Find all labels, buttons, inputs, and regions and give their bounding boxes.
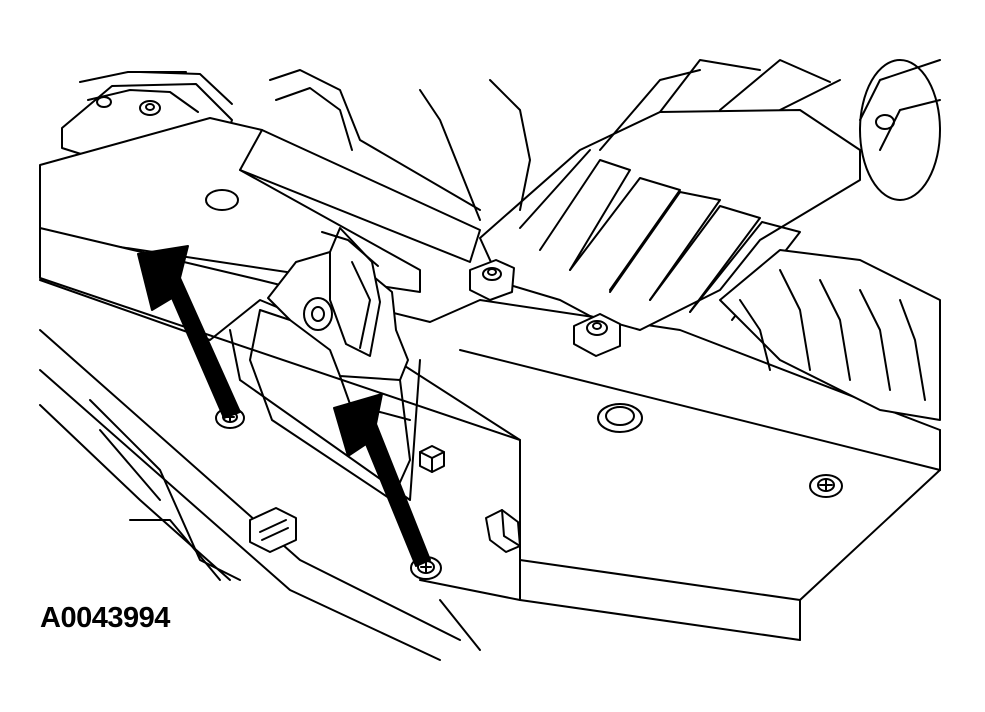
figure-id-label: A0043994 (40, 602, 170, 634)
panel-screw-far-right (809, 474, 843, 498)
lower-crossmember (39, 329, 801, 661)
hex-nut-right (419, 445, 445, 473)
clip-small (485, 509, 521, 553)
arrow-left (137, 245, 241, 419)
duct-bolt-lower (573, 313, 621, 357)
cooling-module-right (719, 59, 941, 421)
hood-latch (249, 227, 411, 501)
latch-cable-clip (249, 507, 297, 553)
upper-duct-left (269, 69, 531, 221)
duct-bolt-upper (469, 259, 515, 301)
radiator-support-panel (39, 227, 941, 641)
arrow-right (333, 393, 431, 567)
